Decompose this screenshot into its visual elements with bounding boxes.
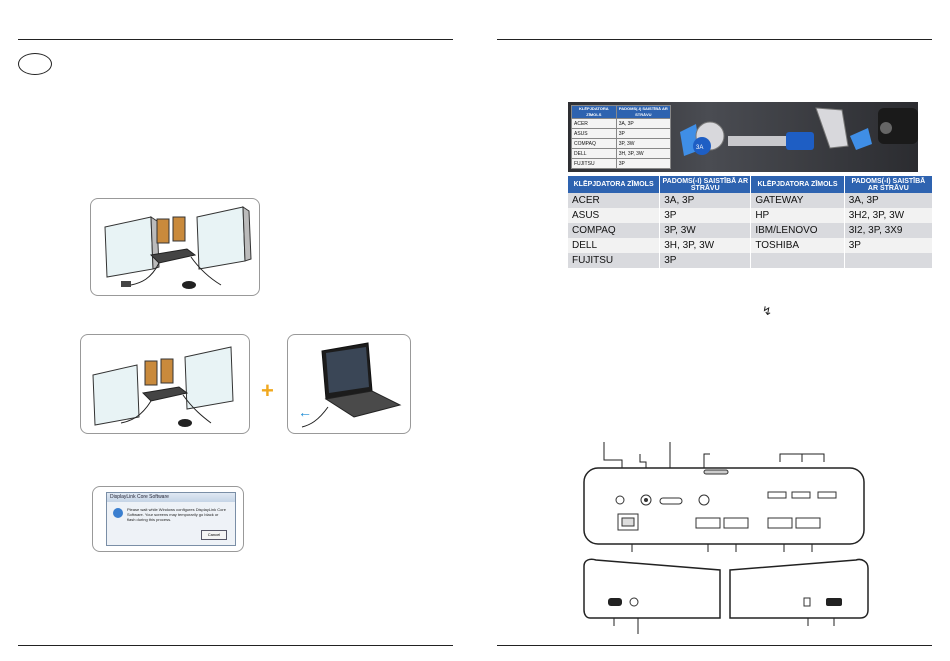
- table-header: PADOMS(-I) SAISTĪBĀ AR STRĀVU: [844, 176, 934, 193]
- table-cell: GATEWAY: [750, 193, 845, 208]
- dock-setup-drawing: [92, 346, 234, 427]
- cancel-button[interactable]: Cancel: [201, 530, 227, 540]
- hdmi-port: [695, 517, 721, 529]
- power-tip-table: KLĒPJDATORA ZĪMOLS PADOMS(-I) SAISTĪBĀ A…: [568, 176, 934, 268]
- leader-line: [603, 442, 623, 468]
- power-tip-drawing: 3A: [680, 107, 918, 156]
- table-cell: [750, 253, 845, 268]
- table-cell: 3P: [615, 158, 672, 169]
- dialog-title: DisplayLink Core Software: [107, 493, 235, 502]
- laptop-drawing: [301, 342, 402, 428]
- leader-line: [639, 454, 647, 468]
- usb-port: [817, 491, 837, 499]
- table-header: PADOMS(-I) SAISTĪBĀ AR STRĀVU: [659, 176, 752, 193]
- table-cell: 3I2, 3P, 3X9: [844, 223, 934, 238]
- right-page-bottom-rule: [497, 645, 932, 646]
- plug-tip-label: 3A: [696, 145, 703, 151]
- right-page-top-rule: [497, 39, 932, 40]
- table-cell: FUJITSU: [571, 158, 617, 169]
- usb-c-port: [659, 497, 683, 505]
- table-cell: 3P, 3W: [659, 223, 752, 238]
- table-cell: 3A, 3P: [615, 118, 672, 129]
- small-table-header: PADOMS(-I) SAISTĪBĀ AR STRĀVU: [615, 105, 672, 119]
- usb-port: [767, 491, 787, 499]
- table-cell: DELL: [568, 238, 661, 253]
- plus-icon: +: [261, 378, 274, 403]
- table-cell: COMPAQ: [571, 138, 617, 149]
- dual-monitor-illustration: [90, 198, 260, 296]
- table-cell: HP: [750, 208, 845, 223]
- hdmi-port: [767, 517, 793, 529]
- table-cell: 3H, 3P, 3W: [615, 148, 672, 159]
- laptop-illustration: [287, 334, 411, 434]
- table-cell: 3H2, 3P, 3W: [844, 208, 934, 223]
- connect-arrow-icon: ←: [298, 404, 312, 420]
- table-cell: [844, 253, 934, 268]
- dock-port-diagram: [583, 442, 869, 634]
- displayport-port: [795, 517, 821, 529]
- power-connector-icon: ↯: [762, 304, 773, 318]
- table-cell: DELL: [571, 148, 617, 159]
- table-cell: 3A, 3P: [659, 193, 752, 208]
- table-cell: 3P: [615, 128, 672, 139]
- left-page-bottom-rule: [18, 645, 453, 646]
- table-header: KLĒPJDATORA ZĪMOLS: [568, 176, 661, 193]
- table-cell: ASUS: [568, 208, 661, 223]
- table-cell: ACER: [568, 193, 661, 208]
- table-cell: ASUS: [571, 128, 617, 139]
- small-table-header: KLĒPJDATORA ZĪMOLS: [571, 105, 617, 119]
- audio-jack: [698, 494, 710, 506]
- dock-front-body: [583, 467, 865, 545]
- info-icon: [113, 508, 123, 518]
- dock-left-side: [583, 558, 721, 619]
- table-cell: 3H, 3P, 3W: [659, 238, 752, 253]
- table-cell: IBM/LENOVO: [750, 223, 845, 238]
- table-cell: 3A, 3P: [844, 193, 934, 208]
- table-cell: TOSHIBA: [750, 238, 845, 253]
- table-cell: COMPAQ: [568, 223, 661, 238]
- dock-right-side: [729, 558, 869, 619]
- table-cell: 3P: [659, 208, 752, 223]
- usb-side-port: [826, 598, 842, 606]
- displayport-port: [723, 517, 749, 529]
- usb-port: [791, 491, 811, 499]
- table-header: KLĒPJDATORA ZĪMOLS: [750, 176, 845, 193]
- table-cell: 3P: [659, 253, 752, 268]
- install-dialog: DisplayLink Core Software Please wait wh…: [106, 492, 236, 546]
- dual-monitor-drawing: [104, 206, 252, 289]
- power-in-port: [608, 598, 622, 606]
- security-slot: [803, 597, 811, 607]
- dialog-message: Please wait while Windows configures Dis…: [127, 507, 226, 522]
- left-page-top-rule: [18, 39, 453, 40]
- power-tip-small-table: KLĒPJDATORA ZĪMOLS PADOMS(-I) SAISTĪBĀ A…: [571, 105, 672, 169]
- dock-setup-illustration: [80, 334, 250, 434]
- table-cell: ACER: [571, 118, 617, 129]
- table-cell: 3P, 3W: [615, 138, 672, 149]
- table-cell: FUJITSU: [568, 253, 661, 268]
- leader-line: [703, 453, 710, 468]
- table-cell: 3P: [844, 238, 934, 253]
- language-badge: [18, 53, 52, 75]
